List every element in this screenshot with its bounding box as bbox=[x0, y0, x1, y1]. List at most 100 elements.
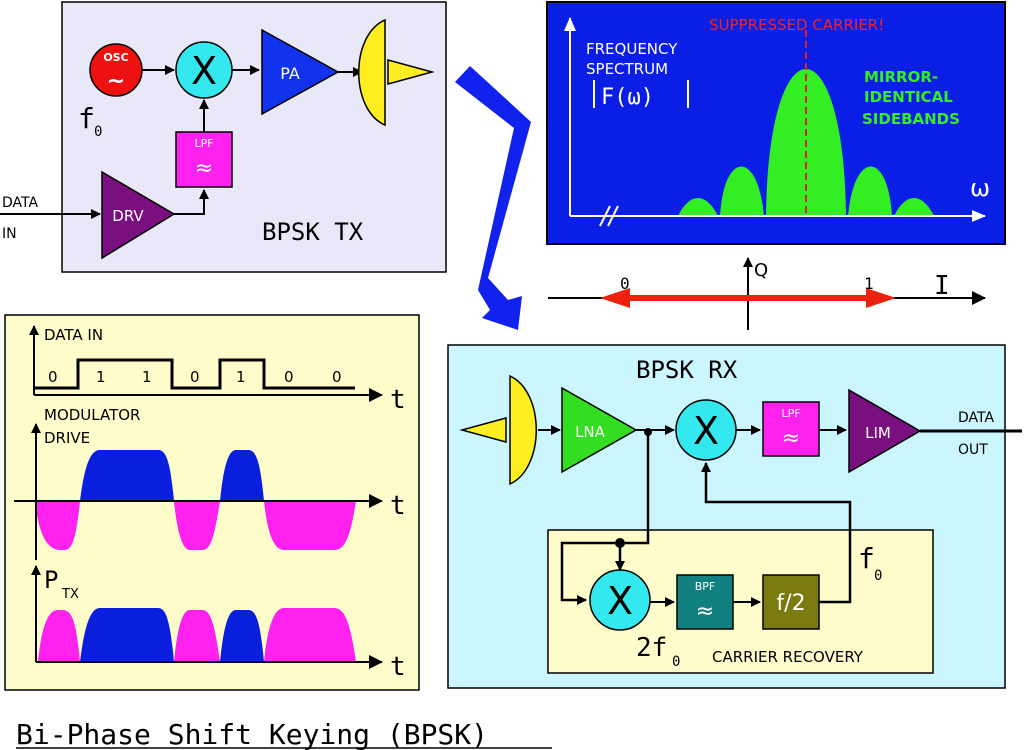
t-label-1: t bbox=[390, 385, 406, 415]
tx-f0-sub: 0 bbox=[94, 124, 102, 140]
ptx-pulse-2 bbox=[80, 608, 174, 662]
axis-break-1 bbox=[599, 205, 611, 227]
axis-break-2 bbox=[607, 205, 619, 227]
bit-2: 1 bbox=[142, 368, 152, 386]
wire-junction-recovery-mixer bbox=[560, 432, 650, 605]
spectrum-function: F(ω) bbox=[601, 85, 654, 110]
spectrum-panel: FREQUENCY SPECTRUM F(ω) SUPPRESSED CARRI… bbox=[546, 1, 1006, 245]
rx-mixer-symbol: X bbox=[693, 409, 719, 453]
div-label: f/2 bbox=[776, 591, 805, 616]
modulator-label-1: MODULATOR bbox=[44, 406, 140, 424]
bit-5: 0 bbox=[284, 368, 294, 386]
rx-panel: BPSK RX LNA X LPF ≈ LIM DATA OUT bbox=[447, 344, 1022, 689]
bit-1: 1 bbox=[96, 368, 106, 386]
bit-0: 0 bbox=[48, 368, 58, 386]
rx-antenna-feed bbox=[459, 417, 507, 443]
recovery-mixer-symbol: X bbox=[607, 579, 633, 623]
mirror-label-1: MIRROR- bbox=[864, 68, 938, 86]
ptx-pulse-5 bbox=[264, 608, 356, 662]
data-out-label-1: DATA bbox=[958, 410, 994, 426]
timing-panel: DATA IN 0 1 1 0 1 0 0 t MODULATOR DRIVE … bbox=[4, 314, 420, 691]
osc-symbol: ~ bbox=[107, 69, 125, 94]
data-in-waveform bbox=[34, 358, 355, 390]
drive-neg-pulse-3 bbox=[264, 501, 356, 550]
t-label-2: t bbox=[390, 491, 406, 521]
tx-antenna-feed bbox=[387, 59, 435, 85]
bit-4: 1 bbox=[236, 368, 246, 386]
rx-title: BPSK RX bbox=[636, 356, 738, 384]
data-in-wave-label: DATA IN bbox=[44, 326, 103, 344]
modulator-label-2: DRIVE bbox=[44, 429, 90, 447]
rx-antenna-dish bbox=[509, 374, 537, 486]
i-label: I bbox=[934, 271, 950, 301]
frequency-divider bbox=[762, 574, 820, 630]
symbol-zero-label: 0 bbox=[620, 274, 630, 293]
data-in-label-2: IN bbox=[2, 226, 17, 242]
ptx-sub: TX bbox=[61, 587, 79, 602]
lna bbox=[561, 386, 638, 474]
power-amplifier bbox=[261, 28, 340, 116]
bpf-symbol: ≈ bbox=[696, 599, 714, 624]
ptx-pulse-1 bbox=[38, 610, 80, 662]
driver bbox=[101, 170, 176, 260]
constellation-diagram: 0 1 Q I bbox=[548, 257, 986, 330]
wire-recovered-carrier bbox=[701, 462, 852, 604]
q-label: Q bbox=[754, 260, 768, 281]
drv-label: DRV bbox=[112, 207, 144, 225]
bit-3: 0 bbox=[190, 368, 200, 386]
page-title: Bi-Phase Shift Keying (BPSK) bbox=[16, 718, 488, 750]
data-in-label-1: DATA bbox=[2, 195, 38, 211]
tx-panel: OSC ~ f 0 X PA LPF ≈ DRV DATA IN bbox=[0, 1, 447, 273]
limiter bbox=[848, 388, 922, 474]
lna-label: LNA bbox=[575, 423, 606, 441]
rx-lpf bbox=[762, 401, 820, 457]
bpf-label: BPF bbox=[695, 580, 716, 593]
sideband-lobe-left-2 bbox=[678, 198, 718, 216]
ptx-pulse-4 bbox=[220, 610, 264, 662]
carrier-recovery-label: CARRIER RECOVERY bbox=[712, 648, 864, 666]
recovery-mixer bbox=[589, 569, 651, 631]
drive-pos-pulse-1 bbox=[80, 450, 174, 501]
twof0-label: 2f bbox=[636, 633, 667, 663]
twof0-sub: 0 bbox=[672, 654, 680, 670]
omega-label: ω bbox=[970, 174, 990, 202]
data-out-label-2: OUT bbox=[958, 442, 988, 458]
sideband-lobe-right-2 bbox=[894, 198, 934, 216]
sideband-lobe-right-1 bbox=[848, 166, 892, 216]
tx-lpf bbox=[175, 131, 233, 188]
rx-f0-sub: 0 bbox=[874, 568, 882, 584]
tx-antenna-dish bbox=[358, 18, 386, 127]
rx-f0-label: f bbox=[858, 542, 875, 575]
tx-mixer-symbol: X bbox=[191, 49, 217, 93]
spectrum-title-2: SPECTRUM bbox=[586, 60, 668, 78]
drive-neg-pulse-1 bbox=[36, 501, 80, 550]
osc-label: OSC bbox=[103, 51, 128, 64]
bit-6: 0 bbox=[332, 368, 342, 386]
mirror-label-2: IDENTICAL bbox=[864, 88, 953, 106]
rx-lpf-label: LPF bbox=[781, 407, 800, 420]
rx-lpf-symbol: ≈ bbox=[782, 426, 800, 451]
ptx-pulse-3 bbox=[174, 610, 220, 662]
tx-lpf-label: LPF bbox=[194, 137, 213, 150]
spectrum-title-1: FREQUENCY bbox=[586, 40, 678, 58]
symbol-one-label: 1 bbox=[864, 274, 874, 293]
lim-label: LIM bbox=[865, 424, 891, 442]
tx-lpf-symbol: ≈ bbox=[195, 156, 213, 181]
pa-label: PA bbox=[280, 64, 300, 83]
constellation-arrow-left bbox=[600, 288, 630, 308]
bpf bbox=[676, 574, 734, 630]
tx-title: BPSK TX bbox=[262, 218, 364, 246]
ptx-label: P bbox=[44, 566, 58, 594]
constellation-arrow-right bbox=[866, 288, 896, 308]
wire-drv-lpf bbox=[174, 189, 209, 215]
flow-arrow bbox=[455, 66, 531, 330]
junction-recovery bbox=[615, 538, 625, 548]
sideband-lobe-left-1 bbox=[720, 166, 764, 216]
t-label-3: t bbox=[390, 652, 406, 682]
tx-f0-label: f bbox=[78, 102, 95, 135]
mirror-label-3: SIDEBANDS bbox=[862, 110, 960, 128]
drive-neg-pulse-2 bbox=[174, 501, 220, 550]
drive-pos-pulse-2 bbox=[220, 450, 264, 501]
suppressed-carrier-label: SUPPRESSED CARRIER! bbox=[709, 16, 884, 34]
